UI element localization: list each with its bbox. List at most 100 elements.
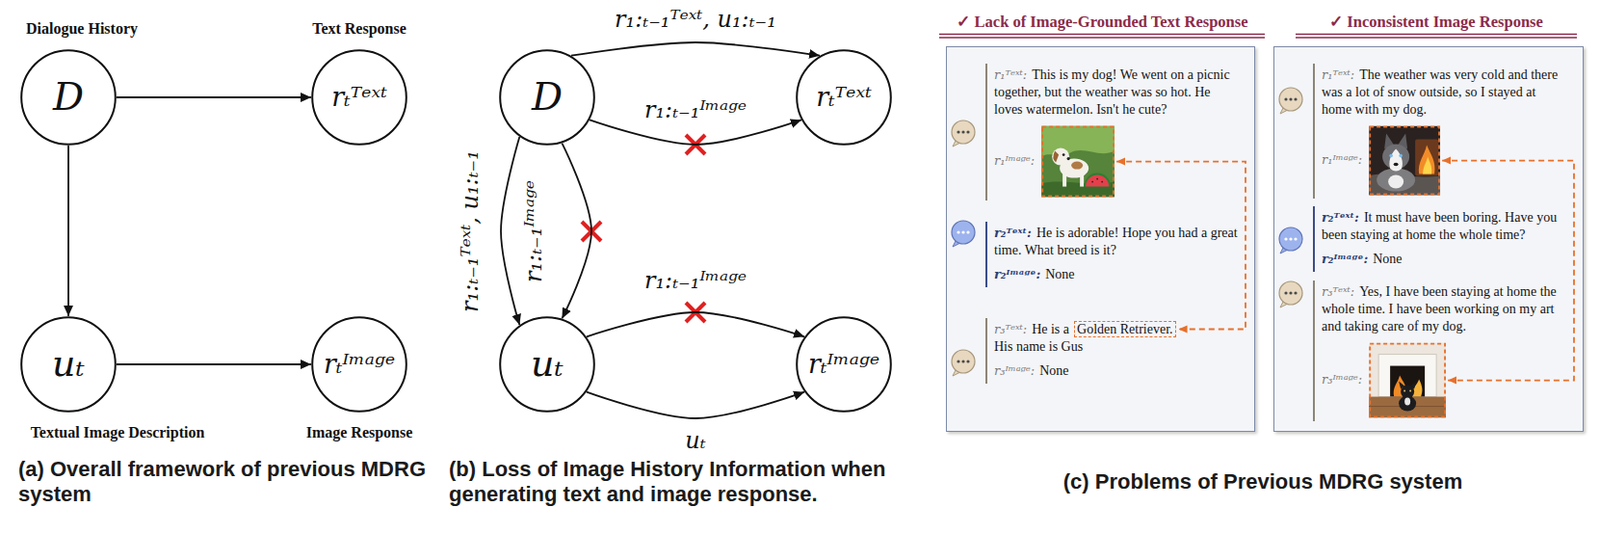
text-row: r₂ᴵᵐᵃᵍᵉ:None [994,265,1238,284]
image-slot [1368,342,1446,419]
circle-node: D [498,49,596,146]
speech-bubble-icon [1279,281,1303,308]
math-symbol: D [531,77,563,116]
speech-bubble-icon [951,220,975,247]
circle-outline [499,50,595,145]
panel-ground [945,46,1256,432]
circle-node: uₜ [498,315,596,413]
edge-label: r₁:ₜ₋₁ᵀᵉˣᵗ, u₁:ₜ₋₁ [456,150,485,313]
circle-node: rₜᵀᵉˣᵗ [795,49,892,146]
dialogue-turn: r₁ᵀᵉˣᵗ:This is my dog! We went on a picn… [985,63,1250,201]
circle-outline [21,50,116,145]
circle-node: rₜᴵᵐᵃᵍᵉImage Response [311,315,408,413]
edge-label: r₁:ₜ₋₁ᴵᵐᵃᵍᵉ [644,266,747,295]
connector-arrow [586,312,805,337]
dialogue-turn: r₃ᵀᵉˣᵗ:Yes, I have been staying at home … [1312,280,1577,421]
text-row: r₂ᵀᵉˣᵗ:It must have been boring. Have yo… [1321,209,1566,244]
math-symbol: D [52,77,84,116]
connector-arrow [500,136,520,325]
edge-label: r₁:ₜ₋₁ᴵᵐᵃᵍᵉ [520,180,549,283]
panel-caption: (b) Loss of Image History Information wh… [448,456,945,508]
speaker-label: r₁ᵀᵉˣᵗ: [1321,67,1355,82]
math-symbol: uₜ [530,344,564,382]
image-slot [1368,126,1441,196]
edge-label: uₜ [684,426,706,455]
text-row: r₂ᴵᵐᵃᵍᵉ:None [1321,250,1566,268]
speaker-label: r₃ᴵᵐᵃᵍᵉ: [994,363,1035,380]
circle-outline [21,316,116,412]
dialogue-turn: r₂ᵀᵉˣᵗ:It must have been boring. Have yo… [1312,206,1577,272]
edge-label: r₁:ₜ₋₁ᵀᵉˣᵗ, u₁:ₜ₋₁ [614,5,777,34]
math-symbol: rₜᵀᵉˣᵗ [815,83,872,110]
math-symbol: rₜᵀᵉˣᵗ [331,83,388,110]
edge-label: r₁:ₜ₋₁ᴵᵐᵃᵍᵉ [644,96,747,125]
heading-underline [939,36,1265,38]
speaker-label: r₃ᵀᵉˣᵗ: [994,321,1027,337]
panel-caption: (c) Problems of Previous MDRG system [1063,469,1463,495]
speech-bubble-icon [1279,227,1303,254]
heading-underline [1295,36,1577,38]
circle-outline [312,316,407,412]
utterance-text: He is a [1031,321,1070,337]
response-image [1368,342,1446,419]
panel-heading: ✓ Lack of Image-Grounded Text Response [956,12,1248,32]
text-row: r₁ᵀᵉˣᵗ:This is my dog! We went on a picn… [994,66,1238,120]
leader-arrow [1442,160,1574,381]
panel-ground [1273,46,1584,432]
circle-node: rₜᴵᵐᵃᵍᵉ [795,315,892,413]
node-heading: Dialogue History [26,20,138,38]
utterance-text: This is my dog! We went on a picnic toge… [994,67,1231,117]
utterance-text: His name is Gus [994,338,1233,356]
speech-bubble-icon [1279,87,1303,114]
speech-bubble-icon [951,120,975,147]
speaker-label: r₁ᴵᵐᵃᵍᵉ: [1321,152,1363,169]
utterance-text: None [1045,265,1075,284]
speaker-label: r₂ᴵᵐᵃᵍᵉ: [994,266,1041,284]
panel-heading: ✓ Inconsistent Image Response [1329,12,1544,32]
speaker-label: r₁ᵀᵉˣᵗ: [994,67,1027,82]
text-row: r₂ᵀᵉˣᵗ:He is adorable! Hope you had a gr… [994,224,1238,260]
speaker-label: r₃ᵀᵉˣᵗ: [1321,284,1355,299]
node-heading: Text Response [312,20,407,38]
speaker-label: r₃ᴵᵐᵃᵍᵉ: [1321,371,1363,389]
response-image [1041,126,1115,198]
response-image [1368,126,1441,196]
circle-node: Text Responserₜᵀᵉˣᵗ [311,49,408,146]
leader-arrow [1116,161,1246,330]
image-slot [1041,126,1115,198]
panel-box: ✓ Inconsistent Image Responser₁ᵀᵉˣᵗ:The … [1273,46,1584,432]
math-symbol: uₜ [52,344,85,382]
node-heading: Image Response [306,423,414,442]
connector-arrow [116,363,312,366]
circle-outline [796,50,892,145]
circle-outline [796,316,892,412]
text-row: r₁ᵀᵉˣᵗ:The weather was very cold and the… [1321,66,1566,120]
text-row: r₃ᵀᵉˣᵗ:He is aGolden Retriever.His name … [994,320,1238,356]
utterance-text: None [1372,250,1402,268]
connector-arrow [586,392,805,419]
placed-illustrations [951,87,1446,419]
panel-box: ✓ Lack of Image-Grounded Text Responser₁… [945,46,1256,432]
utterance-text: None [1039,362,1069,380]
circle-node: uₜTextual Image Description [20,315,117,413]
circle-outline [499,316,595,412]
node-heading: Textual Image Description [30,423,206,442]
speaker-label: r₂ᵀᵉˣᵗ: [994,225,1032,240]
text-row: r₃ᵀᵉˣᵗ:Yes, I have been staying at home … [1321,283,1566,337]
connector-arrow [116,96,312,99]
speaker-label: r₂ᵀᵉˣᵗ: [1321,209,1360,225]
text-row: r₁ᴵᵐᵃᵍᵉ: [994,126,1238,198]
text-row: r₁ᴵᵐᵃᵍᵉ: [1321,126,1566,196]
dialogue-turn: r₂ᵀᵉˣᵗ:He is adorable! Hope you had a gr… [985,221,1250,288]
connector-arrow [571,42,820,56]
speaker-label: r₂ᴵᵐᵃᵍᵉ: [1321,251,1368,268]
utterance-text: Yes, I have been staying at home the who… [1321,284,1557,334]
highlighted-phrase: Golden Retriever. [1074,320,1177,338]
text-row: r₃ᴵᵐᵃᵍᵉ:None [994,362,1238,380]
math-symbol: rₜᴵᵐᵃᵍᵉ [808,350,880,377]
connectors [68,42,1574,419]
text-row: r₃ᴵᵐᵃᵍᵉ: [1321,342,1566,419]
math-symbol: rₜᴵᵐᵃᵍᵉ [323,350,395,377]
speaker-label: r₁ᴵᵐᵃᵍᵉ: [994,153,1035,170]
dialogue-turn: r₁ᵀᵉˣᵗ:The weather was very cold and the… [1312,63,1577,199]
